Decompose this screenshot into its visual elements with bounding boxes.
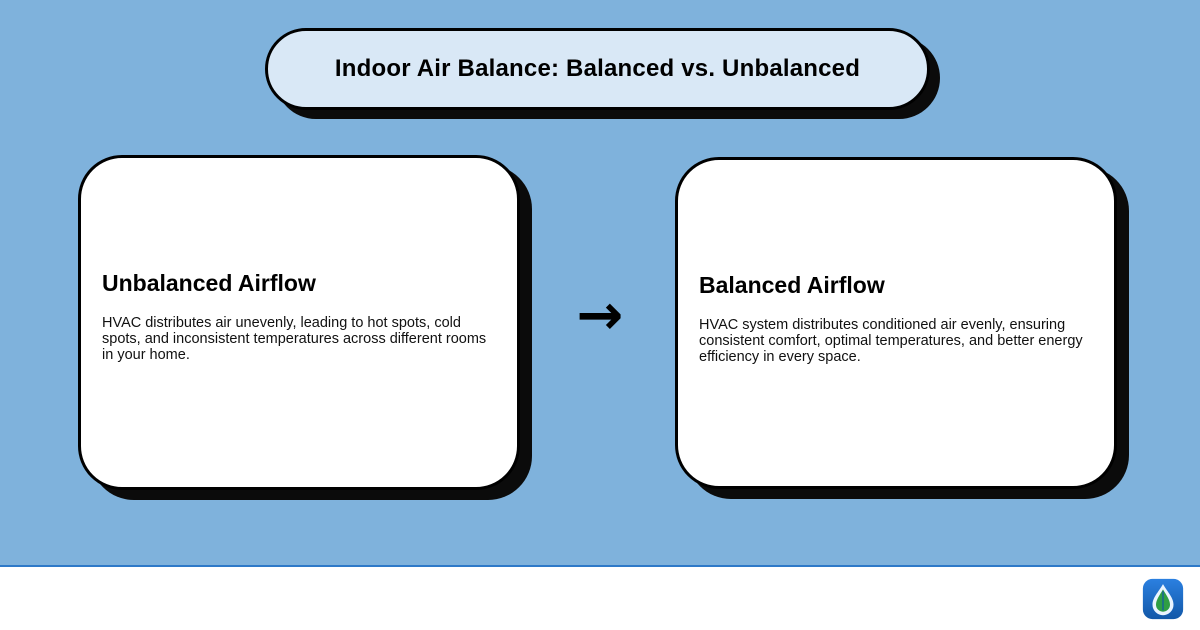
card-balanced-heading: Balanced Airflow [699, 272, 885, 298]
card-unbalanced-heading: Unbalanced Airflow [102, 270, 316, 296]
footer-bar [0, 565, 1200, 630]
card-balanced-airflow: Balanced Airflow HVAC system distributes… [675, 157, 1117, 489]
card-balanced-body: HVAC system distributes conditioned air … [699, 317, 1083, 365]
page-title: Indoor Air Balance: Balanced vs. Unbalan… [334, 55, 861, 82]
card-unbalanced-content: Unbalanced Airflow HVAC distributes air … [102, 270, 493, 364]
card-unbalanced-airflow: Unbalanced Airflow HVAC distributes air … [78, 155, 520, 490]
right-arrow-icon: → [576, 283, 624, 348]
card-balanced-content: Balanced Airflow HVAC system distributes… [699, 272, 1090, 366]
card-unbalanced-body: HVAC distributes air unevenly, leading t… [102, 315, 487, 363]
water-drop-leaf-logo-icon [1142, 578, 1184, 619]
title-banner: Indoor Air Balance: Balanced vs. Unbalan… [265, 28, 930, 110]
